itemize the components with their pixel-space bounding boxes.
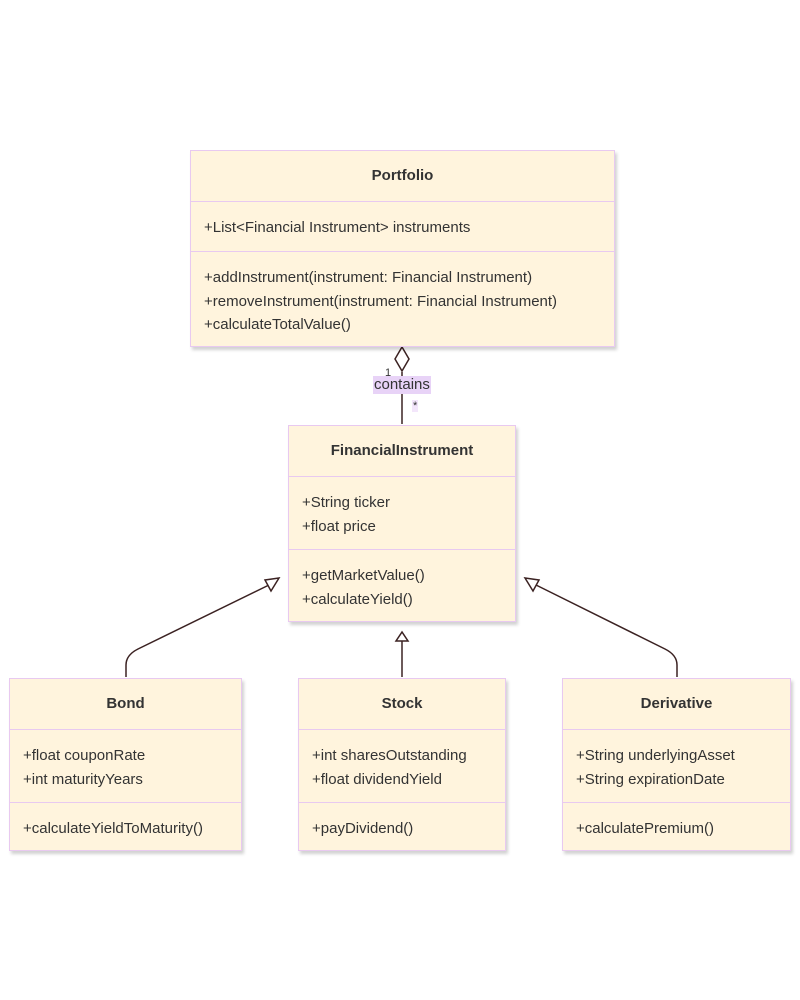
attributes-section: +float couponRate +int maturityYears	[10, 730, 241, 803]
class-name: Derivative	[563, 679, 790, 730]
derivative-class[interactable]: Derivative +String underlyingAsset +Stri…	[562, 678, 791, 851]
class-name: Stock	[299, 679, 505, 730]
stock-inheritance-arrow	[394, 630, 410, 642]
attribute: +List<Financial Instrument> instruments	[204, 219, 471, 236]
method: +getMarketValue()	[302, 567, 425, 584]
source-multiplicity: 1	[385, 367, 392, 379]
attributes-section: +int sharesOutstanding +float dividendYi…	[299, 730, 505, 803]
methods-section: +calculatePremium()	[563, 803, 790, 841]
methods-section: +payDividend()	[299, 803, 505, 841]
derivative-inheritance-line	[533, 583, 678, 677]
bond-inheritance-arrow	[263, 577, 281, 593]
attribute: +int maturityYears	[23, 770, 143, 788]
stock-class[interactable]: Stock +int sharesOutstanding +float divi…	[298, 678, 506, 851]
attribute: +float dividendYield	[312, 770, 442, 788]
contains-label: contains	[373, 376, 431, 394]
method: +addInstrument(instrument: Financial Ins…	[204, 269, 533, 286]
financial-instrument-class[interactable]: FinancialInstrument +String ticker +floa…	[288, 425, 516, 622]
attributes-section: +List<Financial Instrument> instruments	[191, 202, 614, 252]
attributes-section: +String ticker +float price	[289, 477, 515, 550]
method: +payDividend()	[312, 820, 414, 837]
class-name: Bond	[10, 679, 241, 730]
method: +removeInstrument(instrument: Financial …	[204, 292, 558, 310]
method: +calculateTotalValue()	[204, 316, 351, 333]
bond-class[interactable]: Bond +float couponRate +int maturityYear…	[9, 678, 242, 851]
methods-section: +addInstrument(instrument: Financial Ins…	[191, 252, 614, 337]
attribute: +String expirationDate	[576, 770, 725, 788]
derivative-inheritance-arrow	[523, 577, 541, 593]
attribute: +String underlyingAsset	[576, 747, 735, 764]
method: +calculateYield()	[302, 590, 413, 608]
attribute: +float couponRate	[23, 747, 146, 764]
aggregation-diamond	[394, 345, 410, 373]
methods-section: +calculateYieldToMaturity()	[10, 803, 241, 841]
attribute: +String ticker	[302, 494, 390, 511]
bond-inheritance-line	[125, 583, 272, 677]
methods-section: +getMarketValue() +calculateYield()	[289, 550, 515, 611]
class-name: FinancialInstrument	[289, 426, 515, 477]
attributes-section: +String underlyingAsset +String expirati…	[563, 730, 790, 803]
attribute: +int sharesOutstanding	[312, 747, 467, 764]
method: +calculatePremium()	[576, 820, 714, 837]
class-name: Portfolio	[191, 151, 614, 202]
portfolio-class[interactable]: Portfolio +List<Financial Instrument> in…	[190, 150, 615, 347]
method: +calculateYieldToMaturity()	[23, 820, 203, 837]
target-multiplicity: *	[412, 400, 419, 412]
attribute: +float price	[302, 517, 376, 535]
